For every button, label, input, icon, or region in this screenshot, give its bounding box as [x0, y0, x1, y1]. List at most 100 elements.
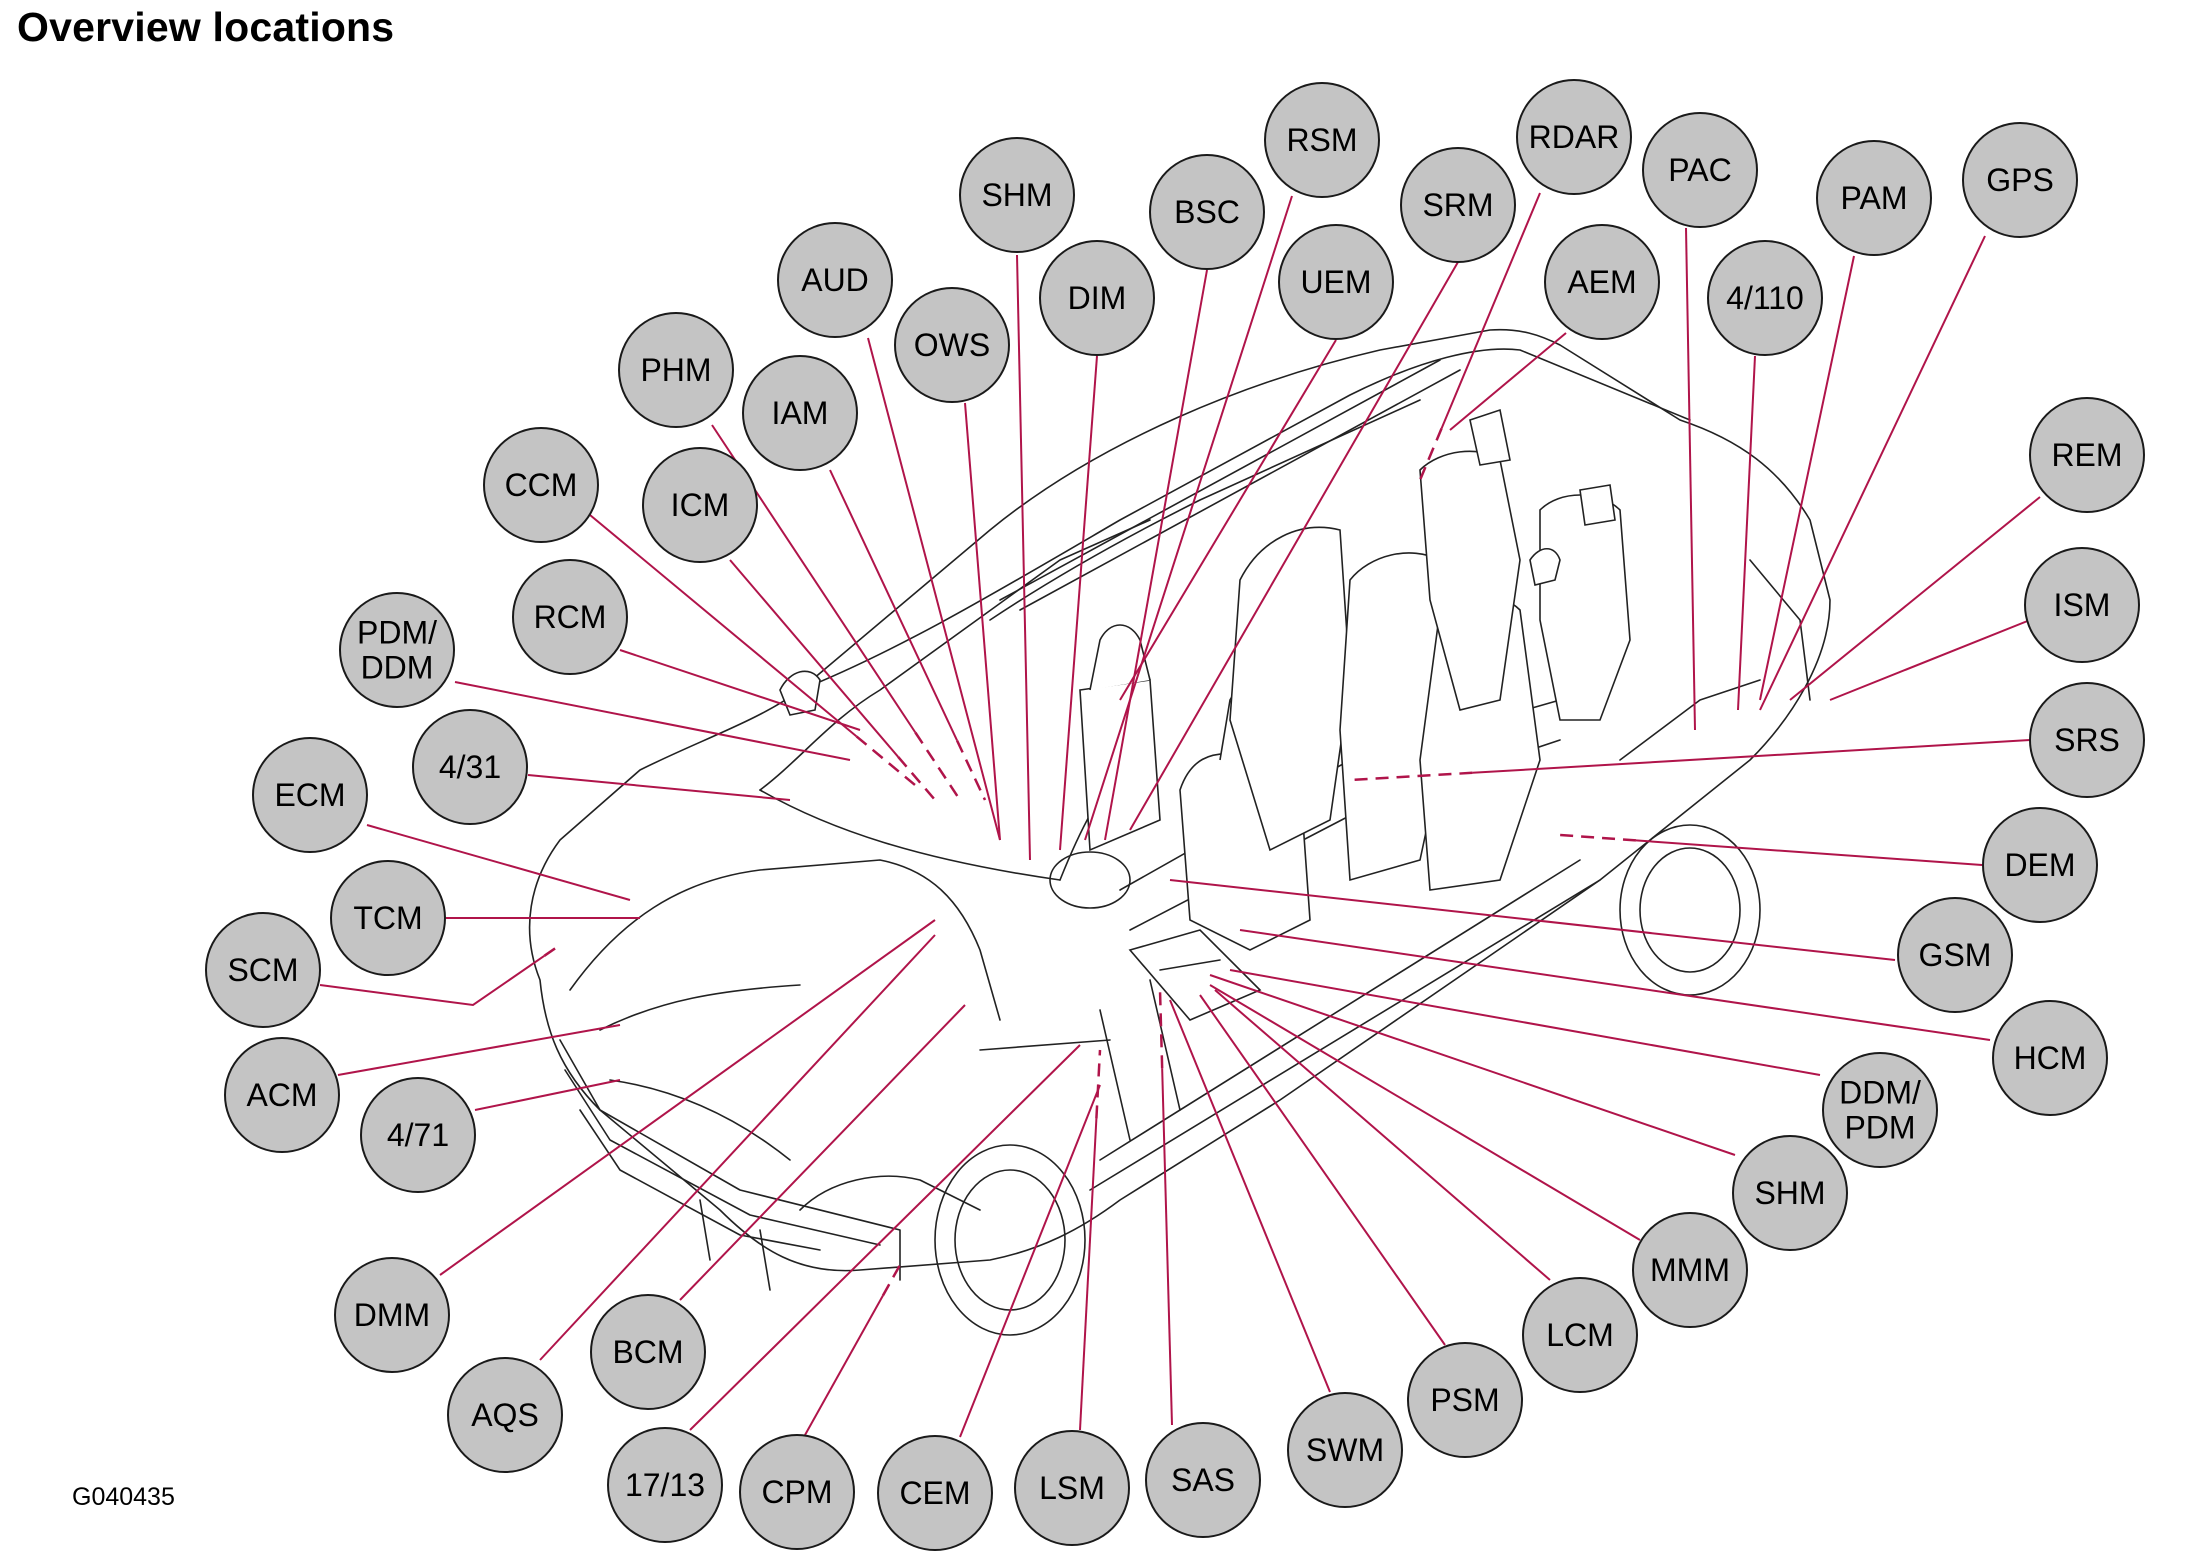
leader-line-4-71	[474, 1079, 621, 1111]
callout-bcm: BCM	[590, 1294, 706, 1410]
callout-label-ows: OWS	[914, 327, 990, 363]
callout-circle-pam	[1816, 140, 1932, 256]
callout-label-pdm-ddm: PDM/	[357, 615, 437, 651]
leader-line-rdar	[1440, 192, 1541, 429]
callout-label-rsm: RSM	[1286, 122, 1357, 158]
callout-aem: AEM	[1544, 224, 1660, 340]
callout-label-ecm: ECM	[274, 777, 345, 813]
leader-line-iam	[829, 469, 959, 742]
callout-mmm: MMM	[1632, 1212, 1748, 1328]
callout-label-dem: DEM	[2004, 847, 2075, 883]
leader-line-hidden-scm	[543, 943, 561, 957]
callout-label-gsm: GSM	[1919, 937, 1992, 973]
callout-shm-bottom: SHM	[1732, 1135, 1848, 1251]
callout-label-iam: IAM	[772, 395, 829, 431]
leader-line-mmm	[1209, 984, 1641, 1241]
leader-line-shm-bottom	[1209, 974, 1736, 1156]
callout-dem: DEM	[1982, 807, 2098, 923]
callout-circle-ows	[894, 287, 1010, 403]
leader-line-scm	[319, 954, 545, 1007]
callout-label-uem: UEM	[1300, 264, 1371, 300]
callout-label-psm: PSM	[1430, 1382, 1499, 1418]
leader-line-swm	[1169, 999, 1331, 1393]
callout-label-4-110: 4/110	[1726, 280, 1804, 316]
callout-iam: IAM	[742, 355, 858, 471]
leader-lines	[319, 192, 2041, 1438]
callout-acm: ACM	[224, 1037, 340, 1153]
callout-circle-bsc	[1149, 154, 1265, 270]
leader-line-bsc	[1104, 269, 1208, 841]
callout-bsc: BSC	[1149, 154, 1265, 270]
callout-circle-srs	[2029, 682, 2145, 798]
leader-line-bcm	[679, 1004, 966, 1301]
leader-line-pam	[1759, 255, 1855, 701]
callout-label-shm-bottom: SHM	[1754, 1175, 1825, 1211]
callout-cpm: CPM	[739, 1434, 855, 1550]
callout-circle-ism	[2024, 547, 2140, 663]
callout-ism: ISM	[2024, 547, 2140, 663]
callout-label-hcm: HCM	[2014, 1040, 2087, 1076]
callout-label-lsm: LSM	[1039, 1470, 1105, 1506]
leader-line-hidden-iam	[955, 740, 987, 801]
leader-line-4-31	[527, 774, 791, 801]
callout-label-aud: AUD	[801, 262, 869, 298]
callout-label-17-13: 17/13	[625, 1467, 705, 1503]
callout-circle-pdm-ddm	[339, 592, 455, 708]
callout-label-tcm: TCM	[353, 900, 422, 936]
callout-label-shm-top: SHM	[981, 177, 1052, 213]
leader-line-ecm	[366, 824, 631, 901]
leader-line-17-13	[689, 1044, 1081, 1431]
callout-label-swm: SWM	[1306, 1432, 1384, 1468]
callout-label-lcm: LCM	[1546, 1317, 1614, 1353]
callout-uem: UEM	[1278, 224, 1394, 340]
leader-line-lcm	[1214, 989, 1551, 1281]
callout-circle-pac	[1642, 112, 1758, 228]
leader-line-acm	[337, 1024, 621, 1076]
callout-label-dim: DIM	[1068, 280, 1127, 316]
leader-line-aud	[867, 337, 1001, 841]
callout-label-ddm-pdm: PDM	[1844, 1110, 1915, 1146]
callout-circle-17-13	[607, 1427, 723, 1543]
leader-line-hidden-dem	[1559, 833, 1637, 842]
callout-label-dmm: DMM	[354, 1297, 430, 1333]
leader-line-gps	[1759, 235, 1986, 711]
callout-label-cem: CEM	[899, 1475, 970, 1511]
callout-circle-phm	[618, 312, 734, 428]
callout-label-pam: PAM	[1841, 180, 1908, 216]
callout-rdar: RDAR	[1516, 79, 1632, 195]
callout-label-ddm-pdm: DDM/	[1839, 1075, 1921, 1111]
callout-ows: OWS	[894, 287, 1010, 403]
callout-4-31: 4/31	[412, 709, 528, 825]
callout-circle-hcm	[1992, 1000, 2108, 1116]
callout-circle-aem	[1544, 224, 1660, 340]
callout-circle-cem	[877, 1435, 993, 1551]
leader-line-dim	[1059, 355, 1098, 851]
callout-circle-rdar	[1516, 79, 1632, 195]
vehicle-outline	[528, 328, 1831, 1336]
callout-circle-ddm-pdm	[1822, 1052, 1938, 1168]
callout-circle-4-31	[412, 709, 528, 825]
callout-rem: REM	[2029, 397, 2145, 513]
callout-label-ism: ISM	[2054, 587, 2111, 623]
leader-line-shm-top	[1016, 254, 1031, 861]
callout-circle-lsm	[1014, 1430, 1130, 1546]
callout-label-cpm: CPM	[761, 1474, 832, 1510]
callout-17-13: 17/13	[607, 1427, 723, 1543]
callout-label-rcm: RCM	[534, 599, 607, 635]
leader-line-hcm	[1239, 929, 1991, 1041]
callout-label-rdar: RDAR	[1529, 119, 1620, 155]
leader-line-hidden-ccm	[855, 735, 916, 786]
leader-line-cem	[959, 1084, 1101, 1438]
callout-4-110: 4/110	[1707, 240, 1823, 356]
callout-shm-top: SHM	[959, 137, 1075, 253]
leader-line-psm	[1199, 994, 1446, 1346]
callout-dim: DIM	[1039, 240, 1155, 356]
callout-label-bsc: BSC	[1174, 194, 1240, 230]
leader-line-hidden-rdar	[1418, 427, 1443, 481]
callout-ecm: ECM	[252, 737, 368, 853]
leader-line-icm	[729, 559, 899, 758]
callout-circle-mmm	[1632, 1212, 1748, 1328]
callout-circle-icm	[642, 447, 758, 563]
leader-line-gsm	[1169, 879, 1896, 961]
leader-line-hidden-phm	[914, 731, 962, 801]
